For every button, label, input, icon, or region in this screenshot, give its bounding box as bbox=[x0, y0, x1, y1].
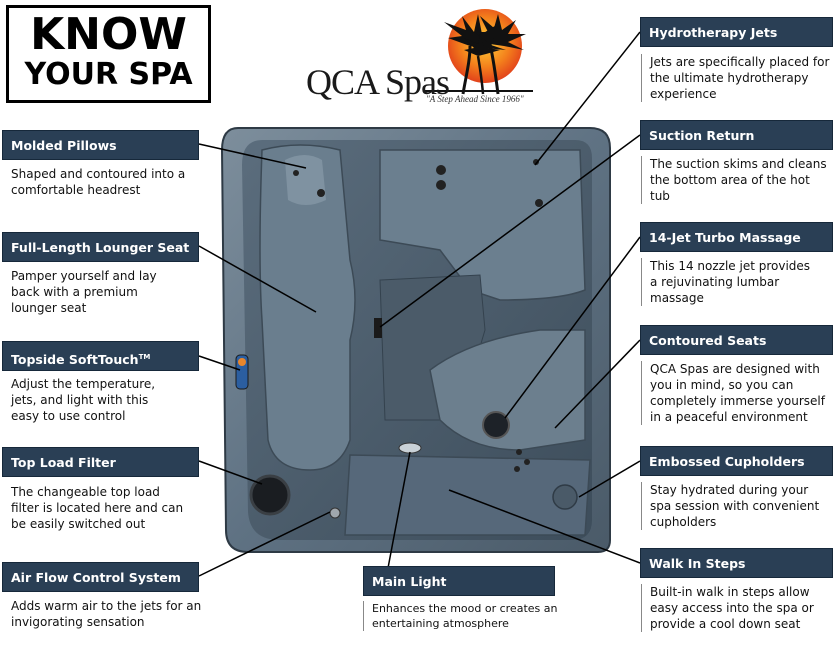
brand-name: QCA Spas bbox=[306, 62, 450, 102]
header-embossed-cupholders: Embossed Cupholders bbox=[640, 446, 833, 476]
desc-main-light: Enhances the mood or creates an entertai… bbox=[363, 601, 558, 631]
desc-walk-in-steps: Built-in walk in steps allow easy access… bbox=[641, 584, 831, 632]
title-line-1: KNOW bbox=[30, 9, 187, 60]
brand-logo: QCA Spas "A Step Ahead Since 1966" bbox=[298, 6, 543, 106]
header-air-flow-control: Air Flow Control System bbox=[2, 562, 199, 592]
header-softtouch-control: Topside SoftTouchTM Control bbox=[2, 341, 199, 397]
header-turbo-massage: 14-Jet Turbo Massage bbox=[640, 222, 833, 252]
desc-turbo-massage: This 14 nozzle jet provides a rejuvinati… bbox=[641, 258, 821, 306]
desc-softtouch-control: Adjust the temperature, jets, and light … bbox=[11, 377, 156, 423]
desc-hydrotherapy-jets: Jets are specifically placed for the ult… bbox=[641, 54, 831, 102]
header-lounger-seat: Full-Length Lounger Seat bbox=[2, 232, 199, 262]
header-contoured-seats: Contoured Seats bbox=[640, 325, 833, 355]
desc-embossed-cupholders: Stay hydrated during your spa session wi… bbox=[641, 482, 826, 530]
softtouch-title-2: Control bbox=[11, 382, 63, 398]
desc-top-load-filter: The changeable top load filter is locate… bbox=[11, 485, 184, 531]
desc-suction-return: The suction skims and cleans the bottom … bbox=[641, 156, 831, 204]
brand-tagline: "A Step Ahead Since 1966" bbox=[426, 94, 524, 104]
header-walk-in-steps: Walk In Steps bbox=[640, 548, 833, 578]
header-molded-pillows: Molded Pillows bbox=[2, 130, 199, 160]
header-suction-return: Suction Return bbox=[640, 120, 833, 150]
desc-air-flow-control: Adds warm air to the jets for an invigor… bbox=[11, 599, 202, 629]
title-line-2: YOUR SPA bbox=[24, 57, 193, 92]
desc-contoured-seats: QCA Spas are designed with you in mind, … bbox=[641, 361, 835, 425]
softtouch-title: Topside SoftTouch bbox=[11, 352, 139, 368]
know-your-spa-title: KNOW YOUR SPA bbox=[6, 5, 211, 103]
header-hydrotherapy-jets: Hydrotherapy Jets bbox=[640, 17, 833, 47]
header-main-light: Main Light bbox=[363, 566, 555, 596]
sun-palm-icon bbox=[423, 9, 533, 95]
softtouch-tm: TM bbox=[138, 353, 151, 361]
desc-molded-pillows: Shaped and contoured into a comfortable … bbox=[11, 167, 186, 197]
desc-lounger-seat: Pamper yourself and lay back with a prem… bbox=[11, 269, 157, 315]
leader-lines bbox=[198, 31, 641, 577]
header-top-load-filter: Top Load Filter bbox=[2, 447, 199, 477]
